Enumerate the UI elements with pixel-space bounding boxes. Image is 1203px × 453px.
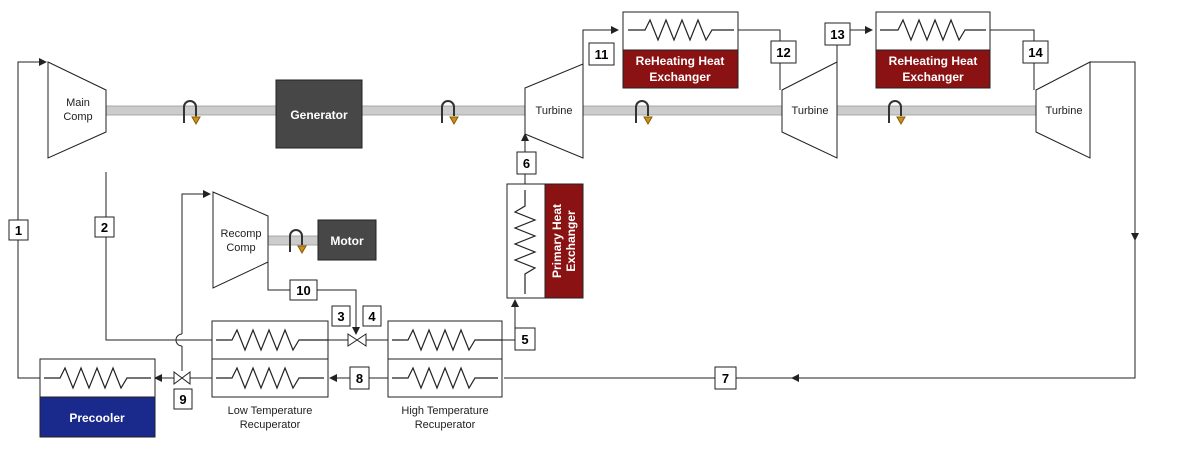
zigzag-coil-icon (628, 18, 734, 42)
svg-text:7: 7 (722, 371, 729, 386)
turbine-2: Turbine (781, 61, 838, 159)
state-point-5: 5 (514, 327, 536, 351)
state-point-4: 4 (362, 305, 382, 327)
main-comp-label-line2: Comp (63, 111, 92, 123)
state-point-12: 12 (770, 40, 797, 64)
reheat-hx-1: ReHeating Heat Exchanger (622, 11, 739, 89)
zigzag-coil-icon (216, 328, 328, 352)
motor-label: Motor (330, 234, 364, 248)
turbine-1: Turbine (524, 63, 584, 159)
recomp-shaft (267, 235, 321, 246)
ltr-label-line1: Low Temperature (228, 405, 313, 417)
state-point-14: 14 (1022, 40, 1049, 64)
recompressor: Recomp Comp (212, 191, 269, 289)
precooler: Precooler (39, 358, 156, 438)
ltr-label-line2: Recuperator (240, 419, 301, 431)
high-temperature-recuperator: High Temperature Recuperator (387, 320, 503, 431)
state-point-11: 11 (588, 42, 615, 66)
state-point-1: 1 (8, 219, 29, 241)
turbine-2-label: Turbine (792, 105, 829, 117)
svg-text:12: 12 (776, 45, 790, 60)
state-point-6: 6 (516, 151, 537, 175)
svg-text:4: 4 (368, 309, 376, 324)
low-temperature-recuperator: Low Temperature Recuperator (211, 320, 329, 431)
turbine-1-label: Turbine (536, 105, 573, 117)
state-point-7: 7 (714, 366, 737, 390)
state-point-3: 3 (331, 305, 351, 327)
recomp-label-line2: Comp (226, 242, 255, 254)
generator-label: Generator (290, 108, 348, 122)
generator: Generator (275, 79, 363, 149)
primary-hx-label-line1: Primary Heat (550, 204, 564, 278)
state-point-9: 9 (173, 388, 193, 410)
state-point-10: 10 (289, 279, 318, 301)
zigzag-coil-icon (44, 366, 151, 390)
state-point-8: 8 (349, 366, 370, 390)
reheat-hx-2-label-line2: Exchanger (902, 70, 964, 84)
reheat-hx-1-label-line2: Exchanger (649, 70, 711, 84)
turbine-3-label: Turbine (1046, 105, 1083, 117)
svg-text:10: 10 (296, 283, 310, 298)
primary-hx: Primary Heat Exchanger (506, 183, 584, 299)
svg-text:8: 8 (356, 371, 363, 386)
reheat-hx-1-label-line1: ReHeating Heat (636, 54, 725, 68)
svg-text:2: 2 (101, 220, 108, 235)
main-compressor: Main Comp (47, 61, 107, 159)
state-points: 1 2 3 4 5 6 7 8 9 10 11 12 13 14 (8, 22, 1049, 410)
svg-text:6: 6 (523, 156, 530, 171)
precooler-label: Precooler (69, 411, 125, 425)
primary-hx-label-line2: Exchanger (564, 210, 578, 272)
svg-text:11: 11 (595, 47, 609, 62)
rotation-arrow-icon (183, 100, 906, 255)
state-point-2: 2 (94, 216, 115, 238)
svg-text:3: 3 (337, 309, 344, 324)
zigzag-coil-icon (392, 328, 502, 352)
svg-text:13: 13 (830, 27, 844, 42)
svg-text:9: 9 (179, 392, 186, 407)
zigzag-coil-icon (216, 366, 324, 390)
reheat-hx-2: ReHeating Heat Exchanger (875, 11, 991, 89)
state-point-13: 13 (824, 22, 851, 46)
main-comp-label-line1: Main (66, 97, 90, 109)
htr-label-line1: High Temperature (401, 405, 488, 417)
valve-icon (173, 333, 367, 385)
zigzag-coil-icon (880, 18, 986, 42)
zigzag-coil-icon (392, 366, 498, 390)
zigzag-coil-icon (513, 190, 537, 294)
recomp-label-line1: Recomp (221, 228, 262, 240)
reheat-hx-2-label-line1: ReHeating Heat (889, 54, 978, 68)
svg-text:5: 5 (521, 332, 528, 347)
svg-text:14: 14 (1028, 45, 1043, 60)
motor: Motor (317, 219, 377, 261)
htr-label-line2: Recuperator (415, 419, 476, 431)
turbine-3: Turbine (1035, 61, 1091, 159)
svg-text:1: 1 (15, 223, 22, 238)
